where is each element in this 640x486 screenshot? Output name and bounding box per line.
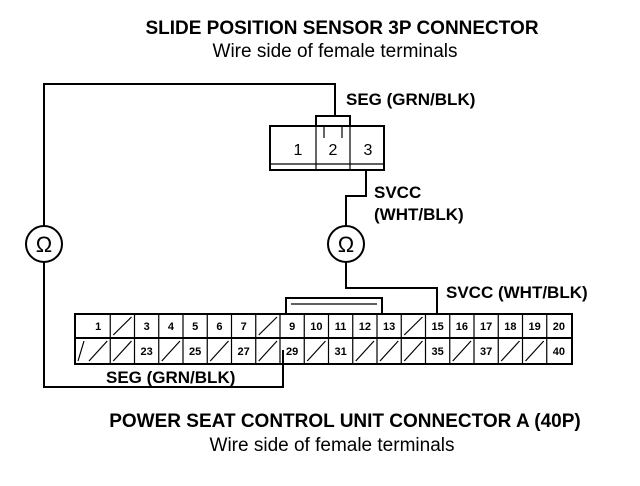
- control-unit-subtitle: Wire side of female terminals: [210, 435, 455, 456]
- unit-pin-31: 31: [335, 346, 347, 358]
- sensor-3p-connector: 1 2 3: [269, 115, 385, 171]
- seg-wire-lower: [43, 262, 284, 388]
- sensor-pin-3: 3: [364, 142, 373, 159]
- empty-cavity-mark: [306, 340, 326, 362]
- empty-cavity-mark: [403, 316, 423, 336]
- unit-pin-37: 37: [480, 346, 492, 358]
- unit-pin-40: 40: [553, 346, 565, 358]
- empty-cavity-mark: [88, 340, 108, 362]
- empty-cavity-mark: [355, 340, 375, 362]
- unit-pin-4: 4: [168, 321, 175, 333]
- empty-cavity-mark: [379, 340, 399, 362]
- sensor-pin-1: 1: [294, 142, 303, 159]
- ohmmeter-right-circle: [327, 225, 365, 263]
- sensor-connector-title: SLIDE POSITION SENSOR 3P CONNECTOR: [145, 18, 538, 39]
- unit-pin-16: 16: [456, 321, 468, 333]
- sensor-pin-2: 2: [329, 142, 338, 159]
- seg-wire-upper: [43, 83, 336, 226]
- empty-cavity-mark: [258, 316, 278, 336]
- ohmmeter-left-circle: [25, 225, 63, 263]
- svcc-wire-label-line2: (WHT/BLK): [374, 205, 464, 224]
- svcc-wire-label-unit: SVCC (WHT/BLK): [446, 283, 588, 302]
- unit-pin-10: 10: [310, 321, 322, 333]
- empty-cavity-mark: [500, 340, 520, 362]
- seg-wire-label-top: SEG (GRN/BLK): [346, 90, 475, 109]
- unit-pin-27: 27: [238, 346, 250, 358]
- unit-pin-5: 5: [192, 321, 198, 333]
- ohmmeter-right: Ω: [327, 225, 365, 263]
- unit-pin-1: 1: [95, 321, 101, 333]
- empty-cavity-mark: [258, 340, 278, 362]
- unit-pin-9: 9: [289, 321, 295, 333]
- unit-pin-15: 15: [432, 321, 444, 333]
- unit-pin-20: 20: [553, 321, 565, 333]
- ohm-symbol-icon: Ω: [36, 232, 52, 257]
- unit-pin-12: 12: [359, 321, 371, 333]
- empty-cavity-mark: [112, 316, 132, 336]
- svcc-wire-lower: [345, 262, 438, 314]
- sensor-connector-subtitle: Wire side of female terminals: [213, 41, 458, 62]
- svcc-wire-upper: [345, 170, 367, 226]
- sensor-connector-latch: [315, 115, 351, 126]
- unit-pin-29: 29: [286, 346, 298, 358]
- unit-pin-17: 17: [480, 321, 492, 333]
- empty-cavity-mark: [209, 340, 229, 362]
- ohm-symbol-icon: Ω: [338, 232, 354, 257]
- svcc-wire-label-line1: SVCC: [374, 183, 421, 202]
- unit-pin-7: 7: [241, 321, 247, 333]
- empty-cavity-mark: [403, 340, 423, 362]
- empty-cavity-mark: [112, 340, 132, 362]
- empty-cavity-mark: [161, 340, 181, 362]
- seg-wire-label-bottom: SEG (GRN/BLK): [106, 368, 235, 387]
- unit-pin-18: 18: [504, 321, 516, 333]
- unit-pin-6: 6: [216, 321, 222, 333]
- control-unit-connector-latch: [285, 297, 383, 314]
- empty-cavity-mark: [77, 340, 85, 362]
- unit-pin-11: 11: [335, 321, 347, 333]
- unit-pin-23: 23: [141, 346, 153, 358]
- sensor-connector-body: [269, 125, 385, 171]
- ohmmeter-left: Ω: [25, 225, 63, 263]
- unit-pin-35: 35: [432, 346, 444, 358]
- unit-pin-13: 13: [383, 321, 395, 333]
- empty-cavity-mark: [525, 340, 545, 362]
- control-unit-title: POWER SEAT CONTROL UNIT CONNECTOR A (40P…: [109, 411, 581, 432]
- unit-pin-19: 19: [529, 321, 541, 333]
- unit-pin-3: 3: [144, 321, 150, 333]
- empty-cavity-mark: [452, 340, 472, 362]
- unit-pin-25: 25: [189, 346, 201, 358]
